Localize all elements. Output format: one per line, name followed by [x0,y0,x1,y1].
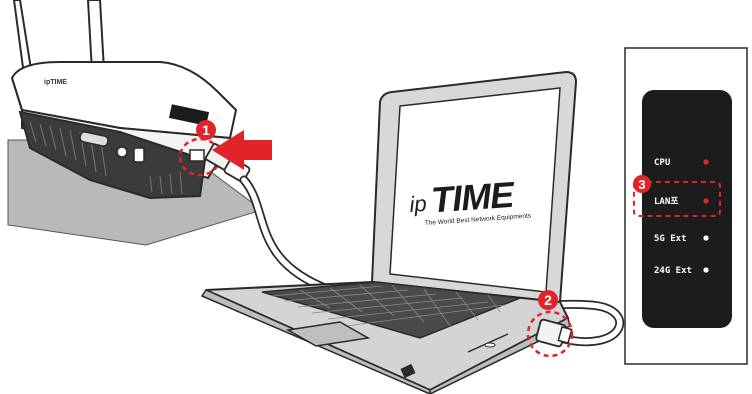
status-panel-face [642,90,732,328]
status-panel: CPU LAN포 5G Ext 24G Ext 3 [625,48,747,364]
logo-main: TIME [430,174,517,221]
led-indicator [703,267,708,272]
step-1-number: 1 [202,122,210,138]
router-usb-port [134,148,144,162]
step-2-badge: 2 [538,290,558,310]
led-label: 5G Ext [654,234,687,244]
step-3-number: 3 [638,177,645,192]
logo-prefix: ip [409,191,428,217]
led-label: 24G Ext [654,266,692,276]
led-label: CPU [654,158,670,168]
router-device: ipTIME [8,0,262,245]
router-logo: ipTIME [44,79,67,86]
laptop-drive-button [485,343,495,347]
laptop: ip TIME The World Best Network Equipment… [202,72,576,394]
router-lan-port [190,150,204,161]
step-1-badge: 1 [196,120,216,140]
led-indicator [703,159,708,164]
led-indicator [703,235,708,240]
led-label: LAN포 [654,196,679,207]
step-2-number: 2 [544,292,552,308]
step-3-badge: 3 [633,175,651,193]
router-power-button [117,147,127,157]
led-indicator [703,198,708,203]
